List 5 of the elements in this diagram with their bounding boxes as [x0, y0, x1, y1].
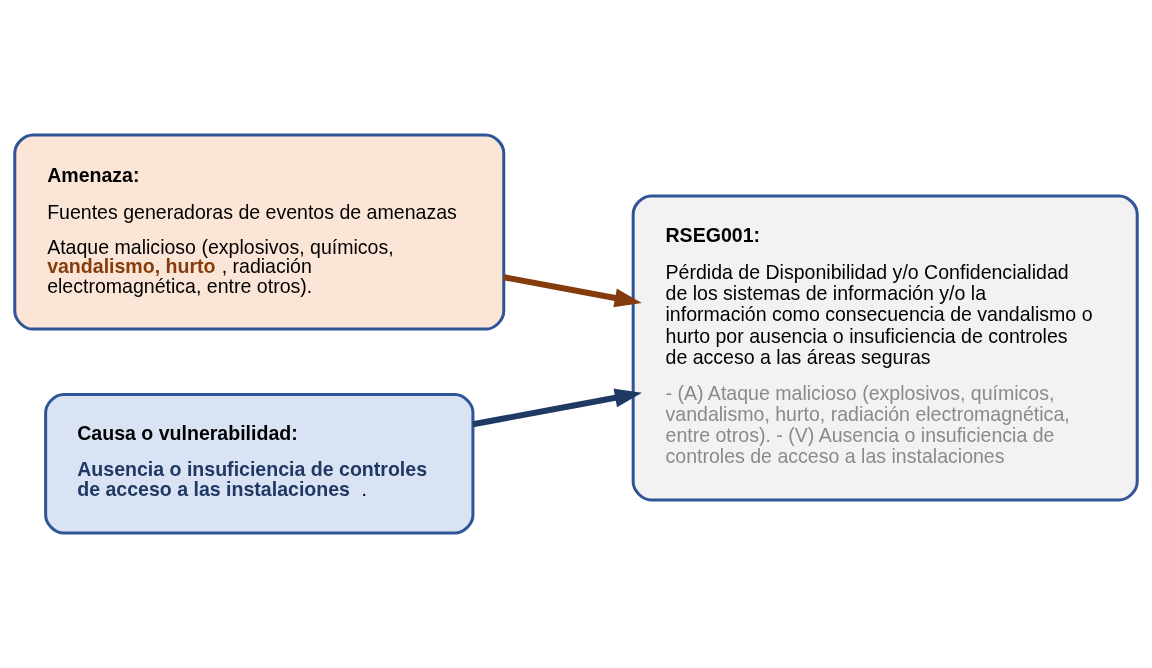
arrow [472, 388, 642, 428]
node-box: Causa o vulnerabilidad: Ausencia o insuficiencia de controles de acceso a las instalaciones. [44, 393, 475, 535]
node-box: RSEG001: Pérdida de Disponibilidad y/o Confidencialidad de los sistemas de información y/o la información como consecuencia de vandalismo o hurto por ausencia o insuficiencia de controles de acceso a las áreas seguras - (A) Ataque malicioso (explosivos, químicos, vandalismo, hurto, radiación electromagnética, entre otros). - (V) Ausencia o insuficiencia de controles de acceso a las instalaciones [631, 194, 1139, 502]
arrow [503, 274, 642, 308]
node-box: Amenaza: Fuentes generadoras de eventos de amenazas Ataque malicioso (explosivos, químicos, vandalismo, hurto, radiación electromagnética, entre otros). [13, 133, 506, 331]
